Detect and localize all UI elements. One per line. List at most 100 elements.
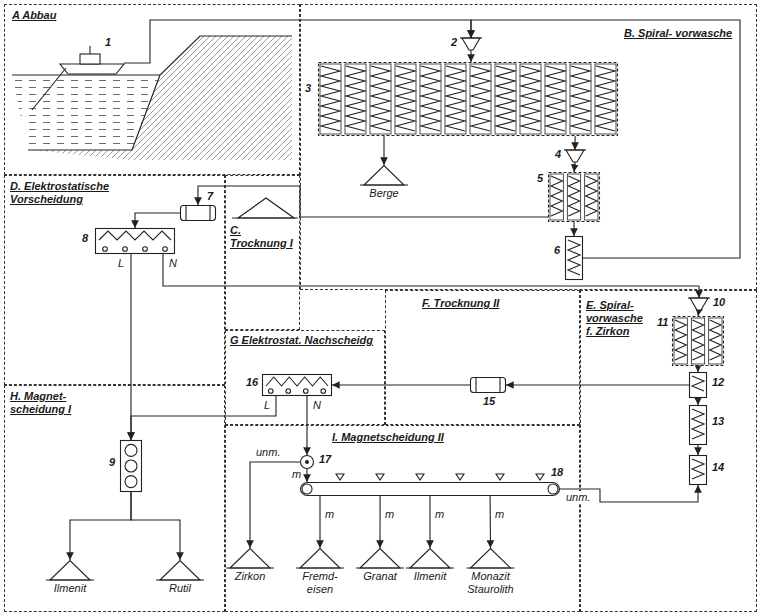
- magnetic-separator: 9: [120, 440, 142, 492]
- dryer-drum-outline: [180, 205, 216, 221]
- drawing-stroke: [410, 549, 450, 569]
- flow-line: [573, 222, 574, 236]
- flow-line: [429, 496, 430, 548]
- drawing-stroke: [360, 549, 400, 569]
- electrostatic-separator-outline: [95, 228, 175, 254]
- drawing-stroke: [692, 459, 704, 479]
- spiral-separator-outline: [689, 405, 707, 445]
- drawing-stroke: [371, 66, 390, 131]
- drawing-stroke: [163, 247, 168, 252]
- drawing-stroke: [467, 567, 515, 568]
- flow-line: [131, 396, 276, 440]
- spiral-separator: 6: [565, 236, 583, 280]
- drawing-stroke: [585, 174, 598, 220]
- stream-label: m: [434, 508, 445, 520]
- process-region: 16G Elektrostat. Nachscheidg: [225, 330, 385, 425]
- process-region: 1011121314E. Spiral- vorwasche f. Zirkon: [580, 290, 757, 612]
- drawing-stroke: [268, 389, 273, 394]
- drawing-stroke: [320, 64, 341, 134]
- drawing-stroke: [121, 441, 142, 492]
- product-label: Berge: [356, 187, 412, 200]
- drawing-stroke: [263, 375, 332, 396]
- drawing-stroke: [471, 549, 511, 569]
- drawing-stroke: [321, 66, 340, 131]
- product-pile-outline: [408, 548, 452, 568]
- drawing-stroke: [709, 318, 722, 364]
- callout-number: 14: [711, 461, 725, 474]
- electrostatic-separator: 8: [95, 228, 175, 254]
- stream-label: L: [117, 257, 125, 269]
- drawing-stroke: [551, 176, 562, 216]
- drawing-stroke: [568, 176, 579, 216]
- product-label: Staurolith: [465, 583, 516, 596]
- drawing-stroke: [421, 66, 440, 131]
- drawing-stroke: [416, 474, 424, 480]
- drawing-stroke: [186, 205, 210, 221]
- product-label: Granat: [358, 570, 402, 583]
- drawing-stroke: [99, 231, 171, 240]
- drawing-stroke: [123, 247, 128, 252]
- drawing-stroke: [345, 64, 366, 134]
- drawing-stroke: [301, 483, 560, 496]
- product-pile-outline: [356, 165, 412, 185]
- flow-line: [306, 469, 307, 482]
- electrostatic-separator: 16: [262, 374, 332, 396]
- flow-line: [697, 398, 698, 405]
- spiral-separator: 13: [689, 405, 707, 445]
- product-label: Monazit: [465, 570, 516, 583]
- drawing-stroke: [460, 37, 482, 38]
- flow-line: [383, 136, 384, 165]
- product-label: Zirkon: [228, 570, 272, 583]
- drawing-stroke: [690, 406, 707, 445]
- spiral-separator-outline: [565, 236, 583, 280]
- region-title: I. Magnetscheidung II: [331, 431, 445, 444]
- belt-magnetic-separator-outline: [300, 482, 560, 496]
- dryer-drum: 7: [180, 205, 216, 221]
- region-title: E. Spiral- vorwasche f. Zirkon: [585, 299, 645, 338]
- stream-label: unm.: [255, 446, 281, 458]
- drawing-stroke: [286, 389, 291, 394]
- drawing-stroke: [520, 64, 541, 134]
- region-title: F. Trocknung II: [421, 297, 500, 310]
- drawing-stroke: [710, 320, 721, 360]
- drawing-stroke: [446, 66, 465, 131]
- product-pile-outline: [158, 560, 202, 580]
- drawing-stroke: [568, 240, 580, 275]
- flow-line: [471, 20, 740, 258]
- flow-line: [697, 445, 698, 455]
- callout-number: 10: [712, 296, 726, 309]
- product-pile: Ilmenit: [48, 560, 92, 595]
- drawing-stroke: [495, 64, 516, 134]
- callout-number: 18: [550, 466, 564, 479]
- callout-number: 6: [553, 244, 561, 257]
- drawing-stroke: [476, 377, 500, 393]
- drawing-stroke: [321, 389, 326, 394]
- spiral-separator: 11: [672, 316, 724, 366]
- spiral-separator-outline: [672, 316, 724, 366]
- product-pile: Rutil: [158, 560, 202, 595]
- drawing-stroke: [356, 567, 404, 568]
- pit-bank: [28, 36, 292, 150]
- flow-line: [698, 310, 699, 316]
- flow-line: [379, 496, 380, 548]
- callout-number: 8: [81, 232, 89, 245]
- feed-hopper: 4: [566, 150, 584, 162]
- drawing-stroke: [305, 460, 309, 464]
- stream-label: m: [324, 508, 335, 520]
- process-region: 23Berge456B. Spiral- vorwasche: [300, 4, 757, 290]
- drawing-stroke: [566, 237, 583, 280]
- drawing-stroke: [103, 247, 108, 252]
- drawing-stroke: [89, 46, 90, 54]
- drawing-stroke: [143, 247, 148, 252]
- drawing-stroke: [549, 173, 600, 222]
- drawing-stroke: [296, 567, 344, 568]
- drawing-stroke: [160, 561, 200, 581]
- drawing-stroke: [688, 297, 710, 298]
- spiral-separator: 3: [318, 62, 618, 136]
- stream-label: m: [291, 468, 302, 480]
- drawing-stroke: [406, 567, 454, 568]
- drawing-stroke: [470, 64, 491, 134]
- drawing-stroke: [548, 484, 558, 494]
- bank-hatching: [28, 36, 292, 160]
